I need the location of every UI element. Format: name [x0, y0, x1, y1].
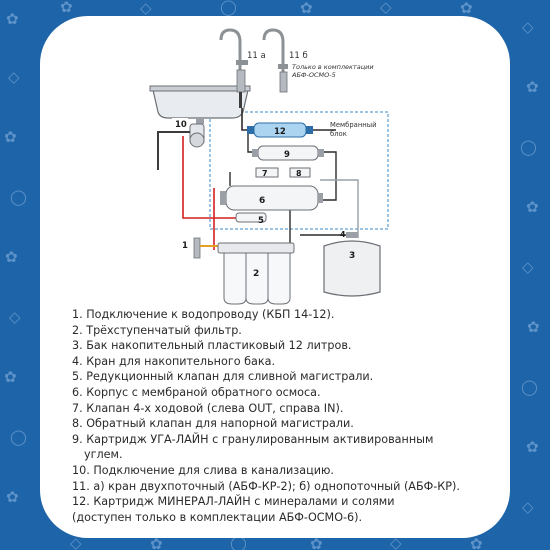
- membrane-block-label-2: блок: [330, 130, 347, 138]
- tube-membrane-loop: [318, 151, 337, 201]
- part-4-label: 4: [340, 230, 346, 239]
- tube-drain: [182, 136, 236, 219]
- faucet-note-line2: АБФ-ОСМО-5: [291, 71, 336, 79]
- legend-item-9: 9. Картридж УГА-ЛАЙН с гранулированным а…: [72, 432, 434, 446]
- sink: [149, 85, 251, 124]
- legend-item-10: 10. Подключение для слива в канализацию.: [72, 463, 334, 477]
- drain-siphon: [157, 123, 205, 170]
- part-2-label: 2: [253, 269, 259, 279]
- cartridge-9: [252, 145, 324, 161]
- part-9-label: 9: [284, 150, 290, 160]
- part-10-label: 10: [175, 120, 187, 130]
- tube-tank: [320, 179, 359, 238]
- legend-item-3: 3. Бак накопительный пластиковый 12 литр…: [72, 339, 352, 353]
- membrane-block-frame: [209, 111, 389, 230]
- legend-item-4: 4. Кран для накопительного бака.: [72, 354, 276, 368]
- legend-item-11: 11. а) кран двухпоточный (АБФ-КР-2); б) …: [72, 479, 460, 493]
- faucet-b: [262, 28, 288, 93]
- valve-7: [255, 167, 279, 178]
- check-valve-8: [289, 167, 311, 178]
- legend-item-8: 8. Обратный клапан для напорной магистра…: [72, 417, 354, 431]
- faucet-a-label: 11 a: [247, 51, 266, 61]
- part-6-label: 6: [259, 196, 265, 206]
- storage-tank-3: [323, 232, 381, 297]
- legend-item-2: 2. Трёхступенчатый фильтр.: [72, 323, 242, 337]
- faucet-b-label: 11 б: [289, 51, 308, 61]
- part-5-label: 5: [258, 216, 264, 226]
- membrane-block-label-1: Мембранный: [330, 121, 377, 129]
- part-7-label: 7: [262, 169, 268, 178]
- flow-restrictor-5: [235, 212, 267, 223]
- legend-item-5: 5. Редукционный клапан для сливной магис…: [72, 370, 374, 384]
- cartridge-12: [247, 122, 313, 138]
- legend-item-7: 7. Клапан 4-х ходовой (слева OUT, справа…: [72, 401, 344, 415]
- membrane-housing-6: [220, 185, 323, 211]
- legend-item-12: 12. Картридж МИНЕРАЛ-ЛАЙН с минералами и…: [72, 495, 395, 509]
- legend-item-6: 6. Корпус с мембраной обратного осмоса.: [72, 385, 321, 399]
- legend-item-12-cont: (доступен только в комплектации АБФ-ОСМО…: [72, 510, 363, 524]
- part-3-label: 3: [349, 251, 355, 261]
- faucet-note-line1: Только в комплектации: [292, 63, 374, 71]
- legend-item-9-cont: углем.: [84, 448, 123, 462]
- ro-filter-diagram: 11 a 11 б Только в комплектации АБФ-ОСМО…: [149, 28, 389, 305]
- part-10-label-bg: [172, 118, 188, 129]
- part-1-label: 1: [182, 241, 188, 251]
- part-12-label: 12: [274, 127, 286, 137]
- part-8-label: 8: [296, 169, 302, 178]
- filter-stage-2: [217, 242, 295, 305]
- legend-item-1: 1. Подключение к водопроводу (КБП 14-12)…: [72, 308, 335, 321]
- faucet-a: [219, 28, 248, 108]
- parts-legend: 1. Подключение к водопроводу (КБП 14-12)…: [72, 307, 502, 525]
